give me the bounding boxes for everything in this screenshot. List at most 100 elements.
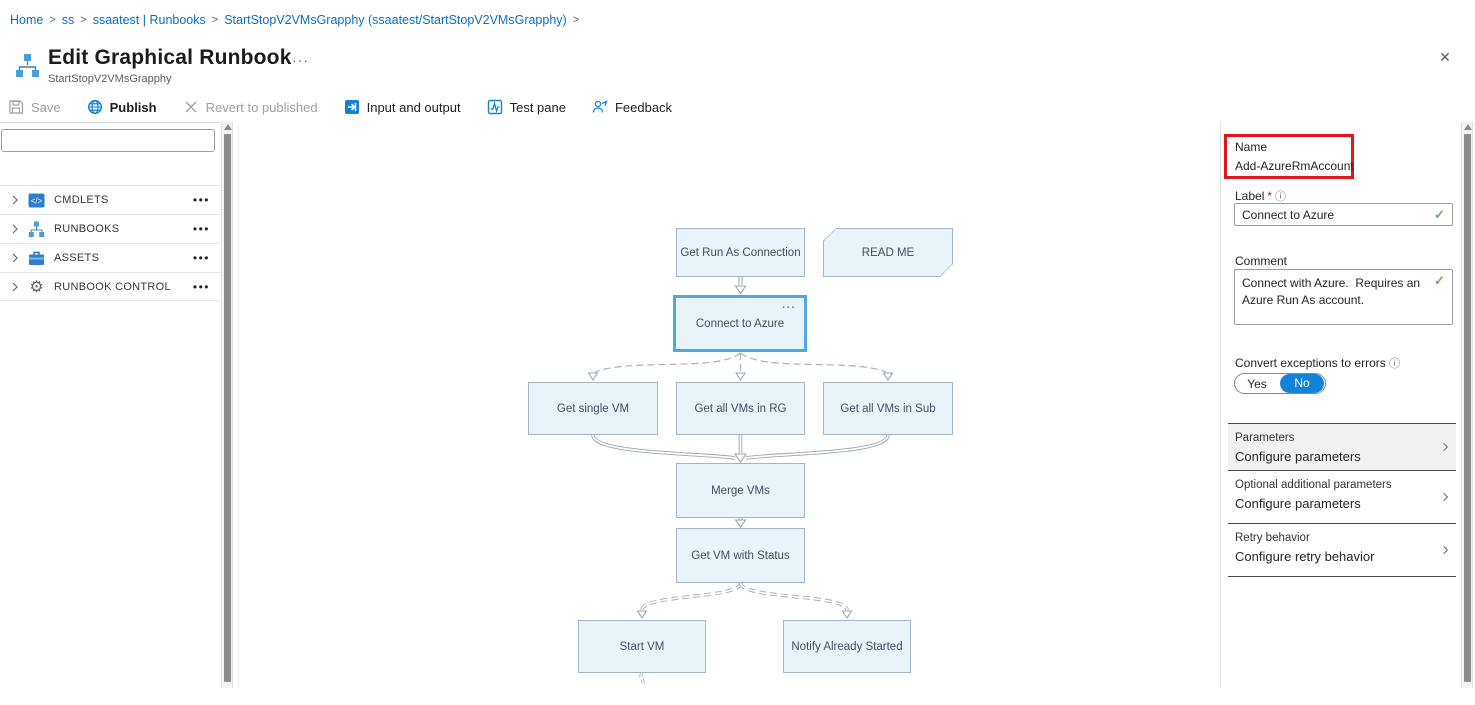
info-icon[interactable]: ⓘ <box>1275 191 1287 203</box>
test-pane-label: Test pane <box>509 99 566 115</box>
breadcrumb-runbook-name[interactable]: StartStopV2VMsGrapphy (ssaatest/StartSto… <box>224 13 567 27</box>
node-start-vm[interactable]: Start VM <box>578 620 706 673</box>
node-get-all-vms-in-rg[interactable]: Get all VMs in RG <box>676 382 805 435</box>
retry-behavior-section[interactable]: Retry behavior Configure retry behavior <box>1228 524 1456 576</box>
node-label: Start VM <box>619 640 665 653</box>
label-input[interactable] <box>1234 203 1453 226</box>
input-and-output-button[interactable]: Input and output <box>344 99 461 115</box>
svg-text:</>: </> <box>31 196 43 205</box>
node-connect-to-azure[interactable]: Connect to Azure ··· <box>673 295 807 352</box>
sidebar-scrollbar[interactable] <box>221 122 233 688</box>
sidebar-item-runbook-control[interactable]: ⚙ RUNBOOK CONTROL ••• <box>0 272 220 301</box>
feedback-label: Feedback <box>614 99 673 115</box>
node-label: Notify Already Started <box>791 640 903 653</box>
node-notify-already-started[interactable]: Notify Already Started <box>783 620 911 673</box>
chevron-right-icon <box>12 224 18 234</box>
breadcrumb-runbooks[interactable]: ssaatest | Runbooks <box>92 13 206 27</box>
page-subtitle: StartStopV2VMsGrapphy <box>48 73 172 85</box>
save-button[interactable]: Save <box>8 99 61 115</box>
library-sections: </> CMDLETS ••• RUNBOOKS ••• ASSETS ••• … <box>0 185 220 301</box>
info-icon[interactable]: ⓘ <box>1389 358 1401 370</box>
section-label: Optional additional parameters <box>1235 479 1392 491</box>
runbook-canvas[interactable]: Get Run As Connection READ ME Connect to… <box>238 122 1216 688</box>
breadcrumb: Home > ss > ssaatest | Runbooks > StartS… <box>10 13 579 27</box>
command-bar: Save Publish Revert to published Input a… <box>8 95 672 119</box>
chevron-right-icon <box>1443 442 1449 452</box>
node-merge-vms[interactable]: Merge VMs <box>676 463 805 518</box>
node-get-all-vms-in-sub[interactable]: Get all VMs in Sub <box>823 382 953 435</box>
activity-properties-panel: Name Add-AzureRmAccount Label*ⓘ ✓ Commen… <box>1220 122 1460 688</box>
name-label: Name <box>1235 140 1268 154</box>
scrollbar-thumb[interactable] <box>224 134 231 682</box>
runbooks-more-button[interactable]: ••• <box>192 222 210 236</box>
briefcase-icon <box>28 250 45 267</box>
comment-field-caption: Comment <box>1235 254 1288 268</box>
test-pane-icon <box>487 99 502 115</box>
node-label: Merge VMs <box>711 484 770 497</box>
sidebar-item-assets[interactable]: ASSETS ••• <box>0 243 220 272</box>
section-label: Retry behavior <box>1235 532 1310 544</box>
library-search-input[interactable] <box>1 129 215 152</box>
node-label: Connect to Azure <box>695 317 785 330</box>
runbook-tree-icon <box>28 221 45 238</box>
node-label: Get all VMs in RG <box>694 402 787 415</box>
sidebar-item-label: RUNBOOKS <box>54 223 120 235</box>
node-label: Get single VM <box>556 402 630 415</box>
panel-scrollbar[interactable] <box>1461 122 1473 688</box>
scroll-up-icon[interactable] <box>224 124 232 130</box>
chevron-right-icon <box>12 281 18 292</box>
input-output-icon <box>344 100 359 114</box>
scrollbar-thumb[interactable] <box>1464 134 1471 682</box>
connector-layer <box>587 277 894 686</box>
convert-exceptions-toggle[interactable]: Yes No <box>1234 373 1326 394</box>
section-value: Configure retry behavior <box>1235 549 1375 564</box>
save-icon <box>9 100 24 114</box>
sidebar-item-cmdlets[interactable]: </> CMDLETS ••• <box>0 185 220 214</box>
page-title: Edit Graphical Runbook <box>48 46 292 69</box>
cmdlets-more-button[interactable]: ••• <box>192 193 210 207</box>
assets-more-button[interactable]: ••• <box>192 251 210 265</box>
node-label: Get VM with Status <box>691 549 790 562</box>
chevron-right-icon <box>1443 545 1449 555</box>
test-pane-button[interactable]: Test pane <box>487 99 566 115</box>
name-value: Add-AzureRmAccount <box>1235 159 1354 173</box>
chevron-right-icon <box>12 195 18 205</box>
toggle-option-no[interactable]: No <box>1280 374 1324 393</box>
node-get-vm-with-status[interactable]: Get VM with Status <box>676 528 805 583</box>
section-divider <box>1228 423 1456 424</box>
title-more-button[interactable]: ··· <box>292 52 309 68</box>
revert-to-published-button[interactable]: Revert to published <box>183 99 318 115</box>
node-label: Get Run As Connection <box>680 246 801 259</box>
chevron-right-icon <box>1443 492 1449 502</box>
comment-textarea[interactable]: Connect with Azure. Requires an Azure Ru… <box>1234 269 1453 325</box>
label-field-caption: Label*ⓘ <box>1235 189 1287 203</box>
node-more-button[interactable]: ··· <box>782 302 796 314</box>
sidebar-item-label: ASSETS <box>54 252 100 264</box>
feedback-button[interactable]: Feedback <box>592 99 672 115</box>
valid-check-icon: ✓ <box>1434 207 1445 222</box>
section-divider <box>1228 523 1456 524</box>
node-get-single-vm[interactable]: Get single VM <box>528 382 658 435</box>
section-divider <box>1228 470 1456 471</box>
runbook-control-more-button[interactable]: ••• <box>192 279 210 294</box>
breadcrumb-home[interactable]: Home <box>10 13 44 27</box>
section-value: Configure parameters <box>1235 496 1361 511</box>
input-output-label: Input and output <box>366 99 461 115</box>
required-asterisk: * <box>1267 189 1273 203</box>
publish-button[interactable]: Publish <box>87 99 157 115</box>
graphical-runbook-icon <box>16 54 39 77</box>
breadcrumb-separator: > <box>211 14 219 26</box>
node-label: READ ME <box>824 229 952 276</box>
section-value: Configure parameters <box>1235 449 1361 464</box>
sidebar-item-runbooks[interactable]: RUNBOOKS ••• <box>0 214 220 243</box>
parameters-section[interactable]: Parameters Configure parameters <box>1228 424 1456 470</box>
node-read-me[interactable]: READ ME <box>823 228 953 277</box>
close-icon[interactable]: ✕ <box>1439 49 1451 65</box>
node-label: Get all VMs in Sub <box>840 402 936 415</box>
node-get-run-as-connection[interactable]: Get Run As Connection <box>676 228 805 277</box>
scroll-up-icon[interactable] <box>1464 124 1472 130</box>
optional-additional-parameters-section[interactable]: Optional additional parameters Configure… <box>1228 471 1456 523</box>
breadcrumb-ss[interactable]: ss <box>61 13 75 27</box>
breadcrumb-separator: > <box>80 14 87 26</box>
toggle-option-yes[interactable]: Yes <box>1247 376 1267 391</box>
